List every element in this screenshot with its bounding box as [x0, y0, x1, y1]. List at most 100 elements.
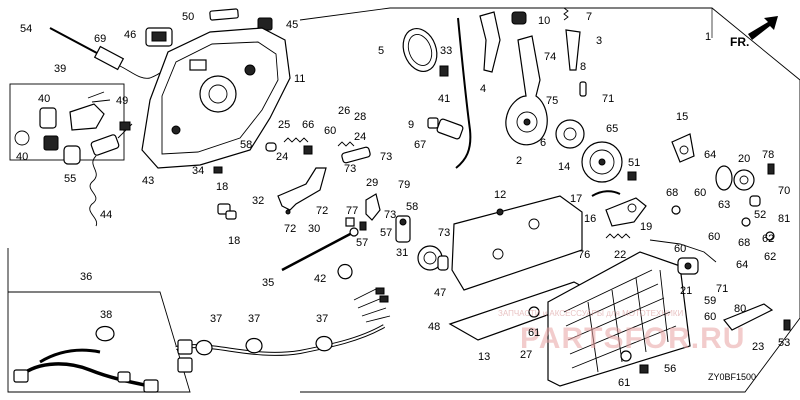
callout-16: 16 — [584, 213, 596, 225]
callout-71b: 71 — [716, 283, 728, 295]
callout-29: 29 — [366, 177, 378, 189]
callout-42: 42 — [314, 273, 326, 285]
part-clamp-15 — [671, 133, 695, 163]
part-switch-21 — [677, 257, 699, 275]
callout-45: 45 — [286, 19, 298, 31]
assembly-frame — [299, 7, 800, 393]
callout-74: 74 — [544, 51, 556, 63]
callout-70: 70 — [778, 185, 790, 197]
callout-76: 76 — [578, 249, 590, 261]
part-stop-switch-cord — [89, 121, 133, 227]
callout-22: 22 — [614, 249, 626, 261]
part-remote-housing — [141, 27, 291, 169]
callout-1: 1 — [705, 31, 711, 43]
part-pin-66 — [303, 145, 313, 155]
part-switch-31 — [395, 215, 411, 243]
callout-60b: 60 — [694, 187, 706, 199]
callout-61b: 61 — [618, 377, 630, 389]
callout-2: 2 — [516, 155, 522, 167]
callout-73c: 73 — [384, 209, 396, 221]
callout-46: 46 — [124, 29, 136, 41]
callout-32: 32 — [252, 195, 264, 207]
part-washer-68b — [741, 217, 751, 227]
callout-60d: 60 — [674, 243, 686, 255]
part-lever-23 — [723, 303, 774, 331]
callout-60e: 60 — [704, 311, 716, 323]
part-plate-50 — [209, 8, 239, 21]
part-key-switch-group — [9, 83, 125, 165]
callout-43: 43 — [142, 175, 154, 187]
callout-81: 81 — [778, 213, 790, 225]
callout-77: 77 — [346, 205, 358, 217]
part-nut-18-lower — [225, 210, 237, 220]
part-pin-8 — [579, 81, 587, 97]
callout-64b: 64 — [736, 259, 748, 271]
callout-79: 79 — [398, 179, 410, 191]
part-clip-37b — [245, 337, 263, 354]
part-buzzer-47 — [417, 245, 449, 271]
callout-53: 53 — [778, 337, 790, 349]
callout-60c: 60 — [708, 231, 720, 243]
part-screw-34 — [213, 166, 223, 174]
callout-17: 17 — [570, 193, 582, 205]
part-grid-cover-27 — [547, 251, 691, 387]
callout-14: 14 — [558, 161, 570, 173]
callout-12: 12 — [494, 189, 506, 201]
part-ring-5 — [402, 28, 438, 72]
part-gear-14 — [581, 141, 623, 183]
callout-62a: 62 — [762, 233, 774, 245]
part-pin-78 — [767, 163, 775, 175]
callout-9: 9 — [408, 119, 414, 131]
callout-28: 28 — [354, 111, 366, 123]
part-lever-4 — [479, 11, 501, 73]
part-cable-41 — [436, 17, 472, 169]
callout-67: 67 — [414, 139, 426, 151]
callout-54: 54 — [20, 23, 32, 35]
callout-75: 75 — [546, 95, 558, 107]
callout-37c: 37 — [316, 313, 328, 325]
figure-code: ZY0BF1500 — [708, 372, 756, 382]
part-switch-46 — [145, 27, 173, 47]
part-bolt-61b — [620, 350, 632, 362]
callout-23: 23 — [752, 341, 764, 353]
callout-18b: 18 — [228, 235, 240, 247]
callout-26: 26 — [338, 105, 350, 117]
callout-33: 33 — [440, 45, 452, 57]
part-cam-6 — [555, 119, 585, 149]
callout-40a: 40 — [38, 93, 50, 105]
callout-15: 15 — [676, 111, 688, 123]
part-roller-63 — [715, 165, 733, 191]
callout-66: 66 — [302, 119, 314, 131]
callout-68b: 68 — [738, 237, 750, 249]
callout-13: 13 — [478, 351, 490, 363]
callout-19: 19 — [640, 221, 652, 233]
callout-40b: 40 — [16, 151, 28, 163]
callout-20: 20 — [738, 153, 750, 165]
part-arm-17 — [591, 190, 621, 197]
callout-68a: 68 — [666, 187, 678, 199]
callout-48: 48 — [428, 321, 440, 333]
part-cap-10 — [511, 11, 527, 25]
callout-3: 3 — [596, 35, 602, 47]
part-spring-7 — [563, 7, 569, 21]
callout-30: 30 — [308, 223, 320, 235]
callout-37b: 37 — [248, 313, 260, 325]
callout-78: 78 — [762, 149, 774, 161]
callout-24a: 24 — [276, 151, 288, 163]
callout-62b: 62 — [764, 251, 776, 263]
part-harness-36 — [13, 325, 159, 393]
callout-73b: 73 — [380, 151, 392, 163]
part-bolt-57a — [359, 221, 367, 231]
watermark-brand: PARTSFOR.RU — [520, 322, 745, 355]
callout-58a: 58 — [240, 139, 252, 151]
part-lever-3 — [565, 29, 581, 71]
part-harness-35 — [175, 287, 391, 373]
callout-63: 63 — [718, 199, 730, 211]
callout-8: 8 — [580, 61, 586, 73]
callout-72b: 72 — [316, 205, 328, 217]
part-washer-68a — [671, 205, 681, 215]
callout-37a: 37 — [210, 313, 222, 325]
callout-59: 59 — [704, 295, 716, 307]
callout-labels: 1 2 3 4 5 6 7 8 9 10 11 12 13 14 15 16 1… — [16, 11, 790, 389]
callout-47: 47 — [434, 287, 446, 299]
